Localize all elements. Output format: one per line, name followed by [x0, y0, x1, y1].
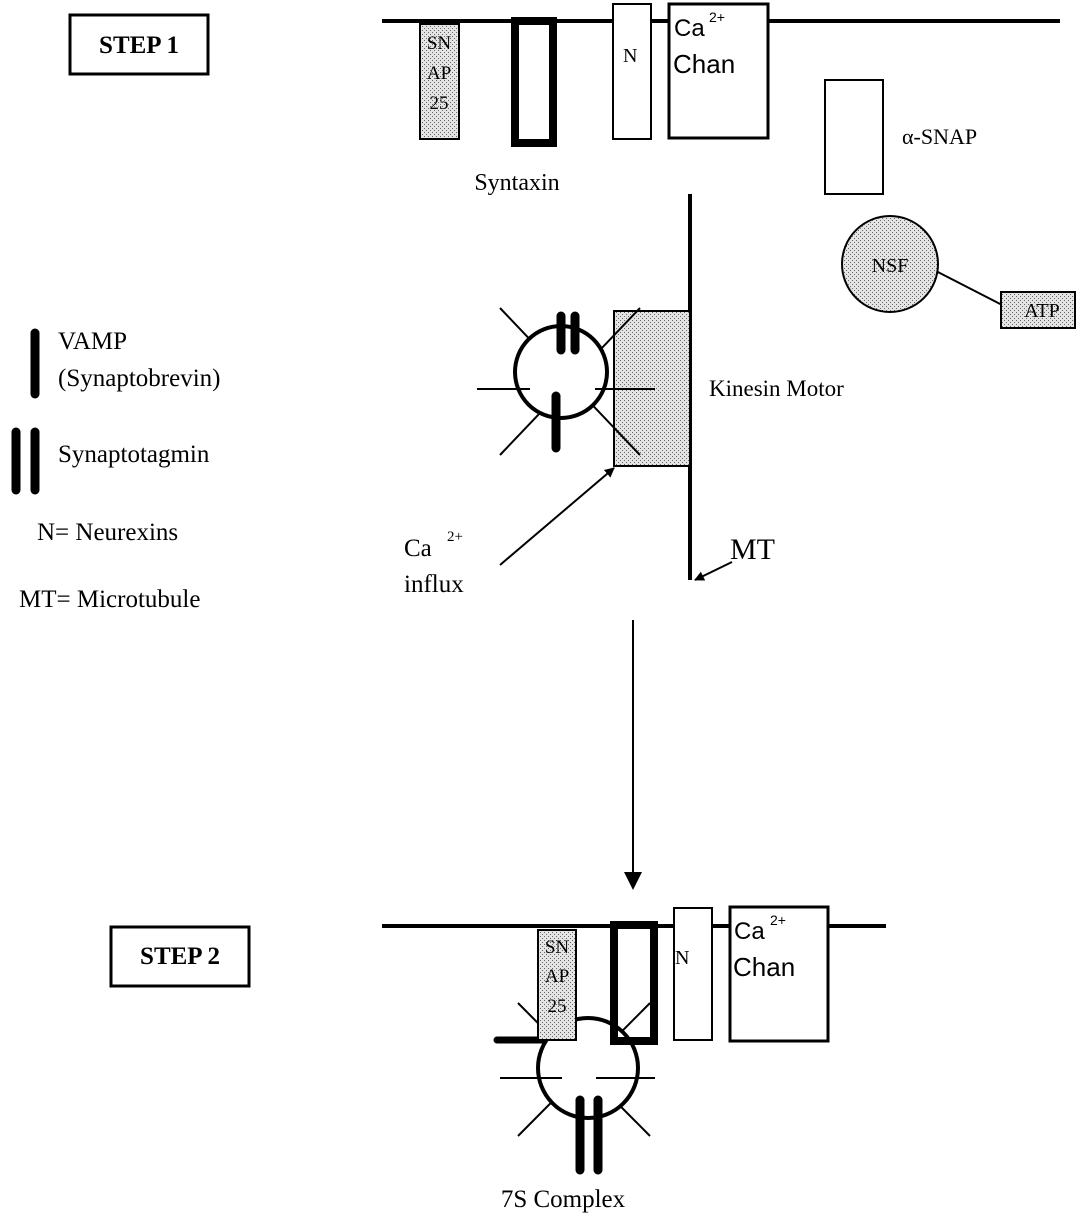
- step1-snap25-line1: SN: [427, 33, 452, 54]
- legend-synaptotagmin: Synaptotagmin: [58, 441, 210, 468]
- step1-snap25-line3: 25: [430, 93, 449, 114]
- ca-influx-arrow: [500, 468, 614, 565]
- ca-influx-label: influx: [404, 571, 464, 598]
- legend-vamp-line1: VAMP: [58, 328, 127, 355]
- step1-ca-channel-ca: Ca: [674, 15, 705, 42]
- ca-influx-ca: Ca: [404, 535, 432, 562]
- step2-snap25-line2: AP: [545, 966, 569, 987]
- step1-syntaxin-label: Syntaxin: [474, 170, 559, 196]
- step1-neurexin: [613, 4, 651, 139]
- step2-neurexin-label: N: [675, 947, 689, 969]
- step2-label: STEP 2: [140, 943, 220, 970]
- step1-nsf-label: NSF: [872, 255, 909, 277]
- step1-panel: STEP 1 SN AP 25 Syntaxin N Ca 2+ Chan α-…: [70, 4, 1075, 598]
- step2-ca-channel-chan: Chan: [733, 952, 795, 982]
- mt-pointer-arrow: [695, 562, 732, 580]
- step1-label: STEP 1: [99, 32, 179, 59]
- step2-snap25-line3: 25: [548, 996, 567, 1017]
- step2-ca-channel-ca: Ca: [734, 918, 765, 945]
- step2-snap25-line1: SN: [545, 937, 570, 958]
- step1-mt-label: MT: [730, 533, 775, 566]
- step1-snap25-line2: AP: [427, 63, 451, 84]
- nsf-atp-link: [932, 269, 1008, 308]
- step1-neurexin-label: N: [623, 45, 637, 67]
- legend-microtubule: MT= Microtubule: [19, 586, 200, 613]
- step2-neurexin: [674, 908, 712, 1040]
- step1-atp-label: ATP: [1024, 300, 1060, 322]
- legend-vamp-line2: (Synaptobrevin): [58, 365, 220, 392]
- legend-neurexins: N= Neurexins: [37, 519, 178, 546]
- ca-influx-charge: 2+: [447, 529, 463, 545]
- step2-panel: STEP 2 SN AP 25 N Ca 2+ Chan 7S Complex: [111, 907, 886, 1213]
- step2-ca-channel-charge: 2+: [770, 912, 786, 928]
- step1-kinesin-label: Kinesin Motor: [709, 376, 844, 401]
- step2-syntaxin: [614, 925, 654, 1041]
- step1-ca-channel-chan: Chan: [673, 49, 735, 79]
- legend: VAMP (Synaptobrevin) Synaptotagmin N= Ne…: [16, 328, 220, 613]
- step1-ca-channel-charge: 2+: [709, 9, 725, 25]
- step1-alpha-snap: [825, 80, 883, 194]
- step2-complex-label: 7S Complex: [501, 1186, 626, 1213]
- step1-syntaxin: [515, 21, 553, 143]
- step1-alpha-snap-label: α-SNAP: [902, 124, 977, 149]
